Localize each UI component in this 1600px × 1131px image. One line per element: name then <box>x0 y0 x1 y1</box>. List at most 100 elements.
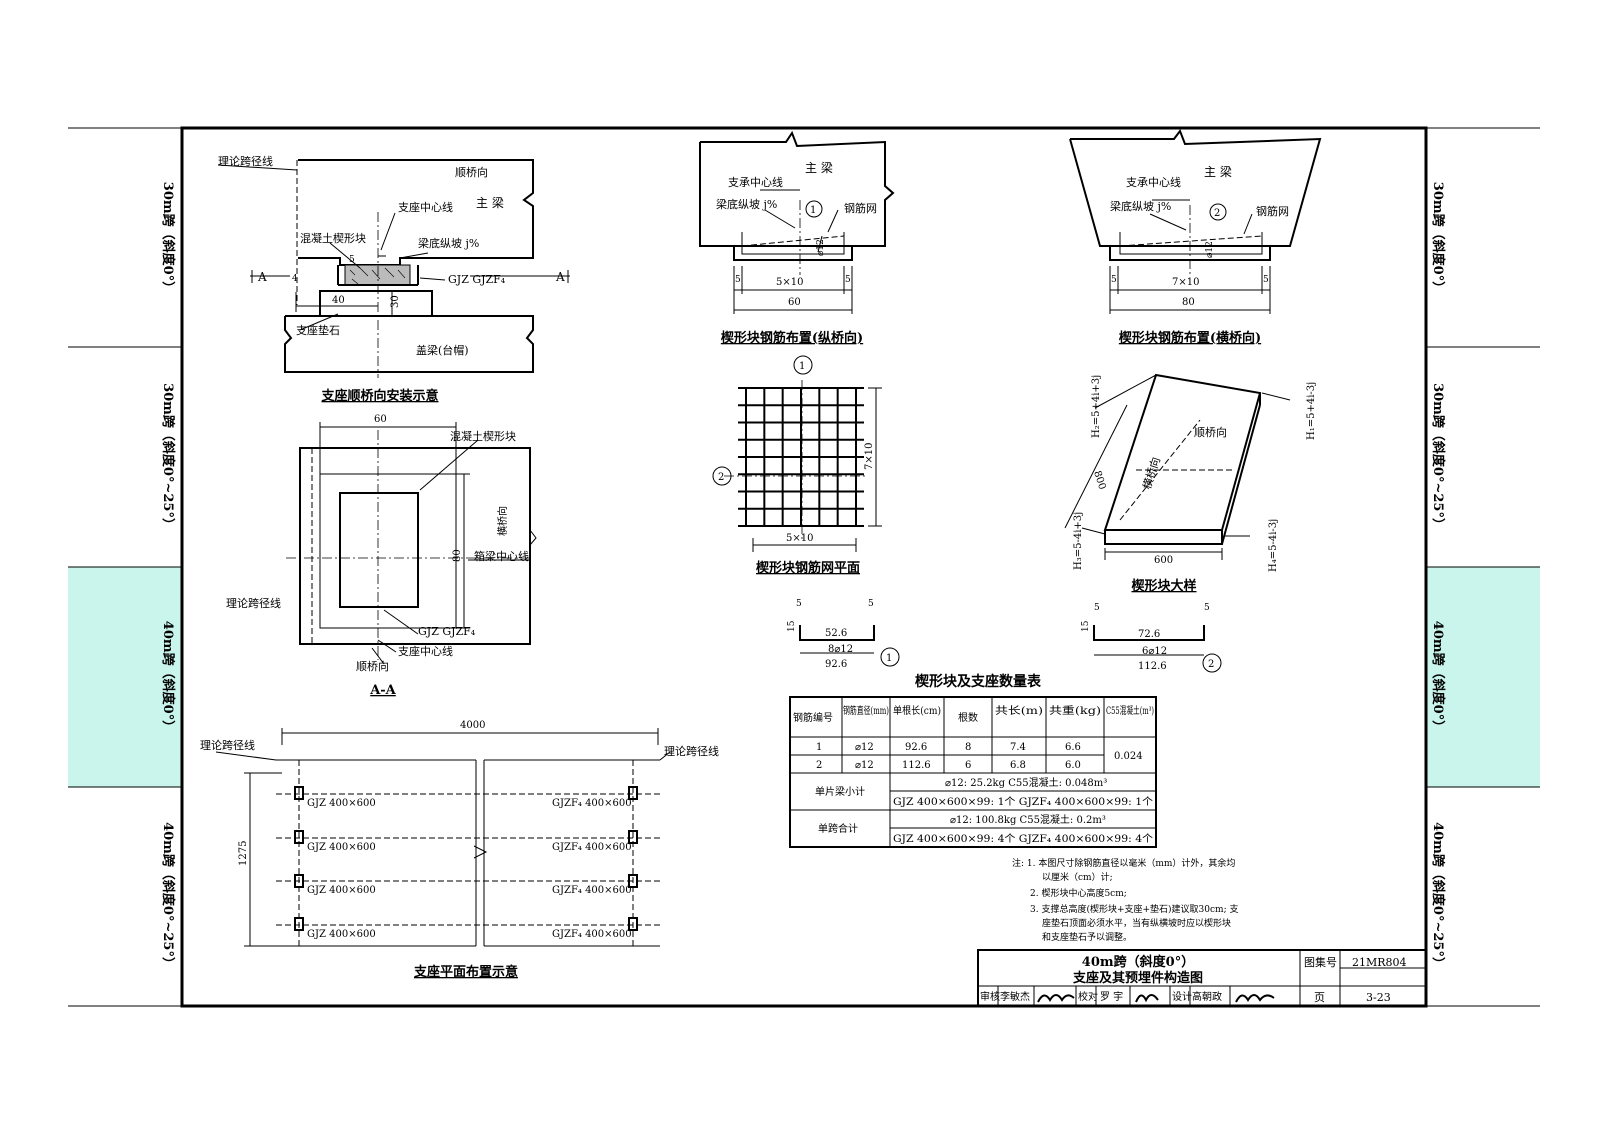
bar1-end-left: 5 <box>796 599 802 609</box>
side-tab-right-3[interactable]: 40m跨（斜度0°） <box>1430 621 1446 733</box>
view-bearing-install: 理论跨径线 顺桥向 主 梁 支座中心线 混凝土楔形块 梁底纵坡 j% GJZ G… <box>217 154 570 404</box>
dim-4: 4 <box>292 274 298 284</box>
side-tab-left-2[interactable]: 30m跨（斜度0°~25°） <box>160 383 176 531</box>
view-long-title: 楔形块钢筋布置(纵桥向) <box>721 330 863 346</box>
h3-label: H₃=5-4i+3j <box>1073 512 1084 570</box>
slope-label-l: 梁底纵坡 j% <box>716 197 777 211</box>
mesh-label-t: 钢筋网 <box>1256 204 1289 218</box>
bar2-end-right: 5 <box>1204 603 1210 613</box>
review-signature <box>1037 994 1075 1003</box>
bar2-total: 112.6 <box>1138 661 1167 672</box>
section-mark-left: A <box>257 270 267 284</box>
side-tab-right-4[interactable]: 40m跨（斜度0°~25°） <box>1430 822 1446 970</box>
main-beam-label-l: 主 梁 <box>805 160 833 175</box>
th-total-len: 共长(m) <box>995 705 1043 717</box>
view-rebar-mesh: 1 2 7×10 5×10 楔形块钢筋网平面 <box>712 355 882 576</box>
center-label-t: 支承中心线 <box>1126 175 1181 189</box>
dim-30: 30 <box>390 295 401 308</box>
view-aa-title: A-A <box>369 683 396 698</box>
bar-shape-2: 5 5 15 72.6 6⌀12 112.6 2 <box>1081 603 1222 673</box>
mesh-marker-top: 1 <box>799 361 805 372</box>
span-line-right: 理论跨径线 <box>664 744 719 758</box>
direction-label-aa: 顺桥向 <box>356 659 389 673</box>
total-line1: ⌀12: 100.8kg C55混凝土: 0.2m³ <box>950 813 1106 826</box>
bar1-side: 15 <box>787 620 797 632</box>
note-line-6: 和支座垫石予以调整。 <box>1042 931 1132 943</box>
center-line-label-aa: 支座中心线 <box>398 644 453 658</box>
note-line-4: 3. 支撑总高度(楔形块+支座+垫石)建议取30cm; 支 <box>1030 903 1238 915</box>
bar2-mid: 72.6 <box>1138 629 1160 640</box>
marker-2: 2 <box>1214 208 1220 219</box>
dim-1275: 1275 <box>238 841 249 866</box>
direction-label: 顺桥向 <box>455 165 488 179</box>
subtotal-line1: ⌀12: 25.2kg C55混凝土: 0.048m³ <box>945 776 1107 789</box>
dim-600: 600 <box>1154 555 1173 566</box>
bar1-mid: 52.6 <box>825 628 847 639</box>
design-signature <box>1235 994 1275 1003</box>
side-tab-right-1[interactable]: 30m跨（斜度0°） <box>1430 182 1446 294</box>
check-name: 罗 宇 <box>1100 990 1123 1003</box>
cell-r2-c6: 6.0 <box>1065 760 1081 771</box>
long-label: 顺桥向 <box>1194 425 1227 439</box>
bearing-left-1: GJZ 400×600 <box>307 798 376 809</box>
cell-r1-c6: 6.6 <box>1065 742 1081 753</box>
th-concrete: C55混凝土(m³) <box>1106 704 1154 717</box>
span-line-label: 理论跨径线 <box>218 154 273 168</box>
mesh-marker-left: 2 <box>718 472 724 483</box>
note-line-5: 座垫石顶面必须水平，当有纵横坡时应以楔形块 <box>1042 917 1231 929</box>
th-count: 根数 <box>958 711 978 724</box>
bar1-end-right: 5 <box>868 599 874 609</box>
check-label: 校对 <box>1078 990 1098 1003</box>
h1-label: H₁=5+4i-3j <box>1306 382 1317 440</box>
page-no: 3-23 <box>1366 991 1391 1004</box>
bearing-right-2: GJZF₄ 400×600 <box>552 842 632 853</box>
th-diameter: 钢筋直径(mm) <box>843 704 889 717</box>
cell-r2-c2: ⌀12 <box>855 760 874 771</box>
bearing-right-1: GJZF₄ 400×600 <box>552 798 632 809</box>
bar2-side: 15 <box>1081 620 1091 632</box>
mesh-dim-bottom: 5×10 <box>786 533 813 544</box>
view-section-aa: 60 80 混凝土楔形块 横桥向 箱梁中心线 理论跨径线 GJZ GJZF₄ 支… <box>226 414 537 698</box>
side-tab-left-1[interactable]: 30m跨（斜度0°） <box>160 182 176 294</box>
section-mark-right: A <box>555 270 565 284</box>
review-name: 李敏杰 <box>1000 990 1030 1003</box>
cell-r2-c1: 2 <box>816 760 822 771</box>
design-name: 高朝政 <box>1192 990 1222 1003</box>
dim-4000: 4000 <box>460 720 485 731</box>
side-tab-left-3[interactable]: 40m跨（斜度0°） <box>160 621 176 733</box>
side-tabs-right: 30m跨（斜度0°） 30m跨（斜度0°~25°） 40m跨（斜度0°） 40m… <box>1426 127 1540 1007</box>
bearing-left-3: GJZ 400×600 <box>307 885 376 896</box>
side-tab-active-bg <box>1426 567 1540 787</box>
view-detail-title: 楔形块大样 <box>1131 578 1196 594</box>
bar-shape-1: 5 5 15 52.6 8⌀12 92.6 1 <box>787 599 900 670</box>
side-tab-left-4[interactable]: 40m跨（斜度0°~25°） <box>160 822 176 970</box>
wedge-label-aa: 混凝土楔形块 <box>450 429 516 443</box>
atlas-no: 21MR804 <box>1352 956 1407 969</box>
check-signature <box>1135 994 1159 1003</box>
dim-5: 5 <box>349 255 355 265</box>
bearing-right-4: GJZF₄ 400×600 <box>552 929 632 940</box>
trans-label: 横桥向 <box>1140 455 1164 491</box>
cell-r1-c1: 1 <box>816 742 822 753</box>
bar1-spec: 8⌀12 <box>828 644 853 655</box>
title-block: 40m跨（斜度0°） 支座及其预埋件构造图 图集号 21MR804 页 3-23… <box>977 949 1427 1007</box>
main-beam-label: 主 梁 <box>476 195 504 210</box>
quantity-table: 楔形块及支座数量表 钢筋编号 钢筋直径(mm) 单根长(cm) 根数 共长(m)… <box>789 673 1157 848</box>
subtotal-label: 单片梁小计 <box>815 785 865 798</box>
dim-60: 60 <box>374 414 387 425</box>
box-center-label: 箱梁中心线 <box>474 549 529 563</box>
transverse-label: 横桥向 <box>496 506 509 536</box>
view-mesh-title: 楔形块钢筋网平面 <box>756 560 860 576</box>
side-tabs-left: 30m跨（斜度0°） 30m跨（斜度0°~25°） 40m跨（斜度0°） 40m… <box>68 127 182 1007</box>
table-title: 楔形块及支座数量表 <box>915 673 1042 690</box>
th-length: 单根长(cm) <box>893 704 941 717</box>
review-label: 审核 <box>980 990 1000 1003</box>
bar2-spec: 6⌀12 <box>1142 646 1167 657</box>
view-wedge-detail: H₂=5+4i+3j H₁=5+4i-3j H₃=5-4i+3j H₄=5-4i… <box>1064 373 1317 594</box>
dim-5-right-t: 5 <box>1263 275 1269 285</box>
view-rebar-longitudinal: 主 梁 支承中心线 梁底纵坡 j% 钢筋网 ⌀12 1 5 5 5×10 60 … <box>699 130 895 346</box>
cell-concrete: 0.024 <box>1114 751 1143 762</box>
title-line-1: 40m跨（斜度0°） <box>1082 954 1194 970</box>
side-tab-right-2[interactable]: 30m跨（斜度0°~25°） <box>1430 383 1446 531</box>
bearing-right-3: GJZF₄ 400×600 <box>552 885 632 896</box>
